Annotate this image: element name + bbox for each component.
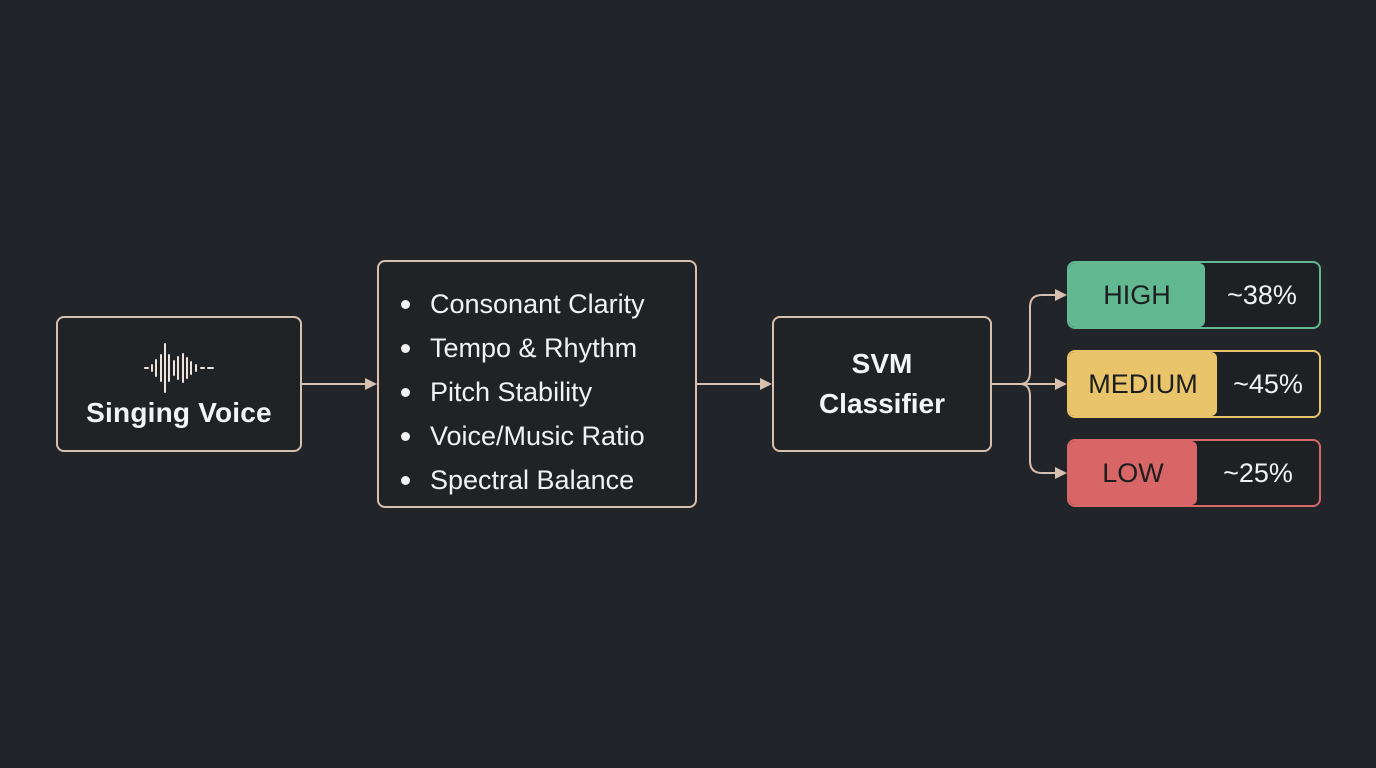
- feature-item: Pitch Stability: [401, 370, 695, 414]
- waveform-icon: [144, 343, 214, 393]
- output-label: HIGH: [1069, 263, 1205, 327]
- feature-item: Voice/Music Ratio: [401, 414, 695, 458]
- output-low: LOW ~25%: [1067, 439, 1321, 507]
- output-medium: MEDIUM ~45%: [1067, 350, 1321, 418]
- classifier-title-line1: SVM: [851, 348, 913, 379]
- feature-label: Tempo & Rhythm: [430, 332, 638, 363]
- input-title: Singing Voice: [86, 397, 272, 428]
- feature-label: Voice/Music Ratio: [430, 420, 645, 451]
- feature-item: Spectral Balance: [401, 458, 695, 502]
- bullet-icon: [401, 387, 410, 397]
- classifier-node: SVM Classifier: [772, 316, 992, 452]
- arrow-to-low: [1019, 383, 1067, 479]
- feature-item: Tempo & Rhythm: [401, 326, 695, 370]
- bullet-icon: [401, 299, 410, 309]
- feature-label: Spectral Balance: [430, 464, 635, 495]
- classifier-title-line2: Classifier: [818, 388, 946, 419]
- arrow-to-high: [1019, 289, 1067, 385]
- feature-label: Pitch Stability: [430, 376, 593, 407]
- output-percent: ~38%: [1227, 279, 1297, 310]
- output-high: HIGH ~38%: [1067, 261, 1321, 329]
- bullet-icon: [401, 343, 410, 353]
- features-node: Consonant Clarity Tempo & Rhythm Pitch S…: [377, 260, 697, 508]
- input-node: Singing Voice: [56, 316, 302, 452]
- output-percent: ~45%: [1233, 368, 1303, 399]
- feature-list: Consonant Clarity Tempo & Rhythm Pitch S…: [401, 282, 695, 502]
- output-label: MEDIUM: [1069, 352, 1217, 416]
- feature-label: Consonant Clarity: [430, 288, 645, 319]
- feature-item: Consonant Clarity: [401, 282, 695, 326]
- bullet-icon: [401, 475, 410, 485]
- bullet-icon: [401, 431, 410, 441]
- output-label: LOW: [1069, 441, 1197, 505]
- output-percent: ~25%: [1223, 457, 1293, 488]
